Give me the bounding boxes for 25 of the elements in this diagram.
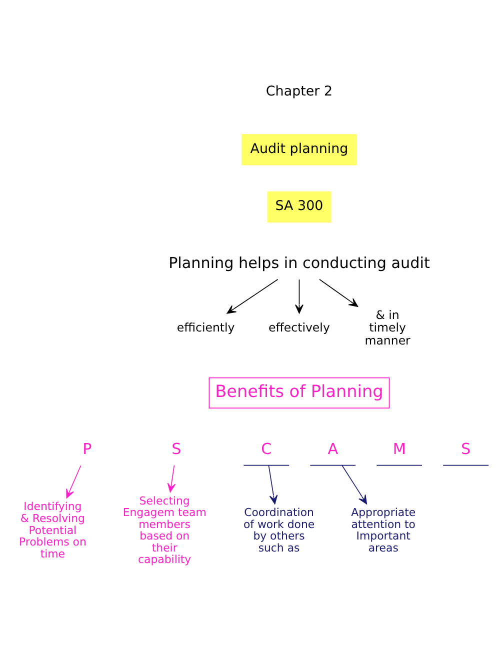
node-text: A: [328, 440, 338, 458]
arrow: [295, 279, 304, 314]
node-text: M: [392, 440, 406, 458]
node-text: P: [82, 440, 92, 458]
node-text: Appropriate attention to Important areas: [351, 506, 416, 554]
node-text: & in timely manner: [364, 308, 410, 348]
arrow: [66, 465, 82, 498]
node-text: Identifying & Resolving Potential Problems on time: [18, 500, 86, 560]
arrow: [342, 465, 368, 504]
node-box: Benefits of Planning: [208, 377, 390, 408]
label: Chapter 2: [266, 84, 333, 100]
label: SA 300: [275, 199, 324, 214]
arrow: [167, 465, 176, 492]
node-text: Coordination of work done by others such as: [243, 506, 315, 554]
node-text: Planning helps in conducting audit: [168, 254, 430, 272]
node-text: S: [172, 440, 182, 458]
arrow: [226, 278, 278, 314]
node-text: S: [461, 440, 471, 458]
node-text: C: [261, 440, 272, 458]
label: Audit planning: [250, 142, 348, 157]
node-text: Selecting Engagem team members based on their capability: [122, 494, 206, 566]
arrow: [268, 465, 278, 504]
arrow: [319, 278, 358, 307]
node-text: efficiently: [176, 320, 235, 335]
node-text: effectively: [268, 320, 330, 335]
